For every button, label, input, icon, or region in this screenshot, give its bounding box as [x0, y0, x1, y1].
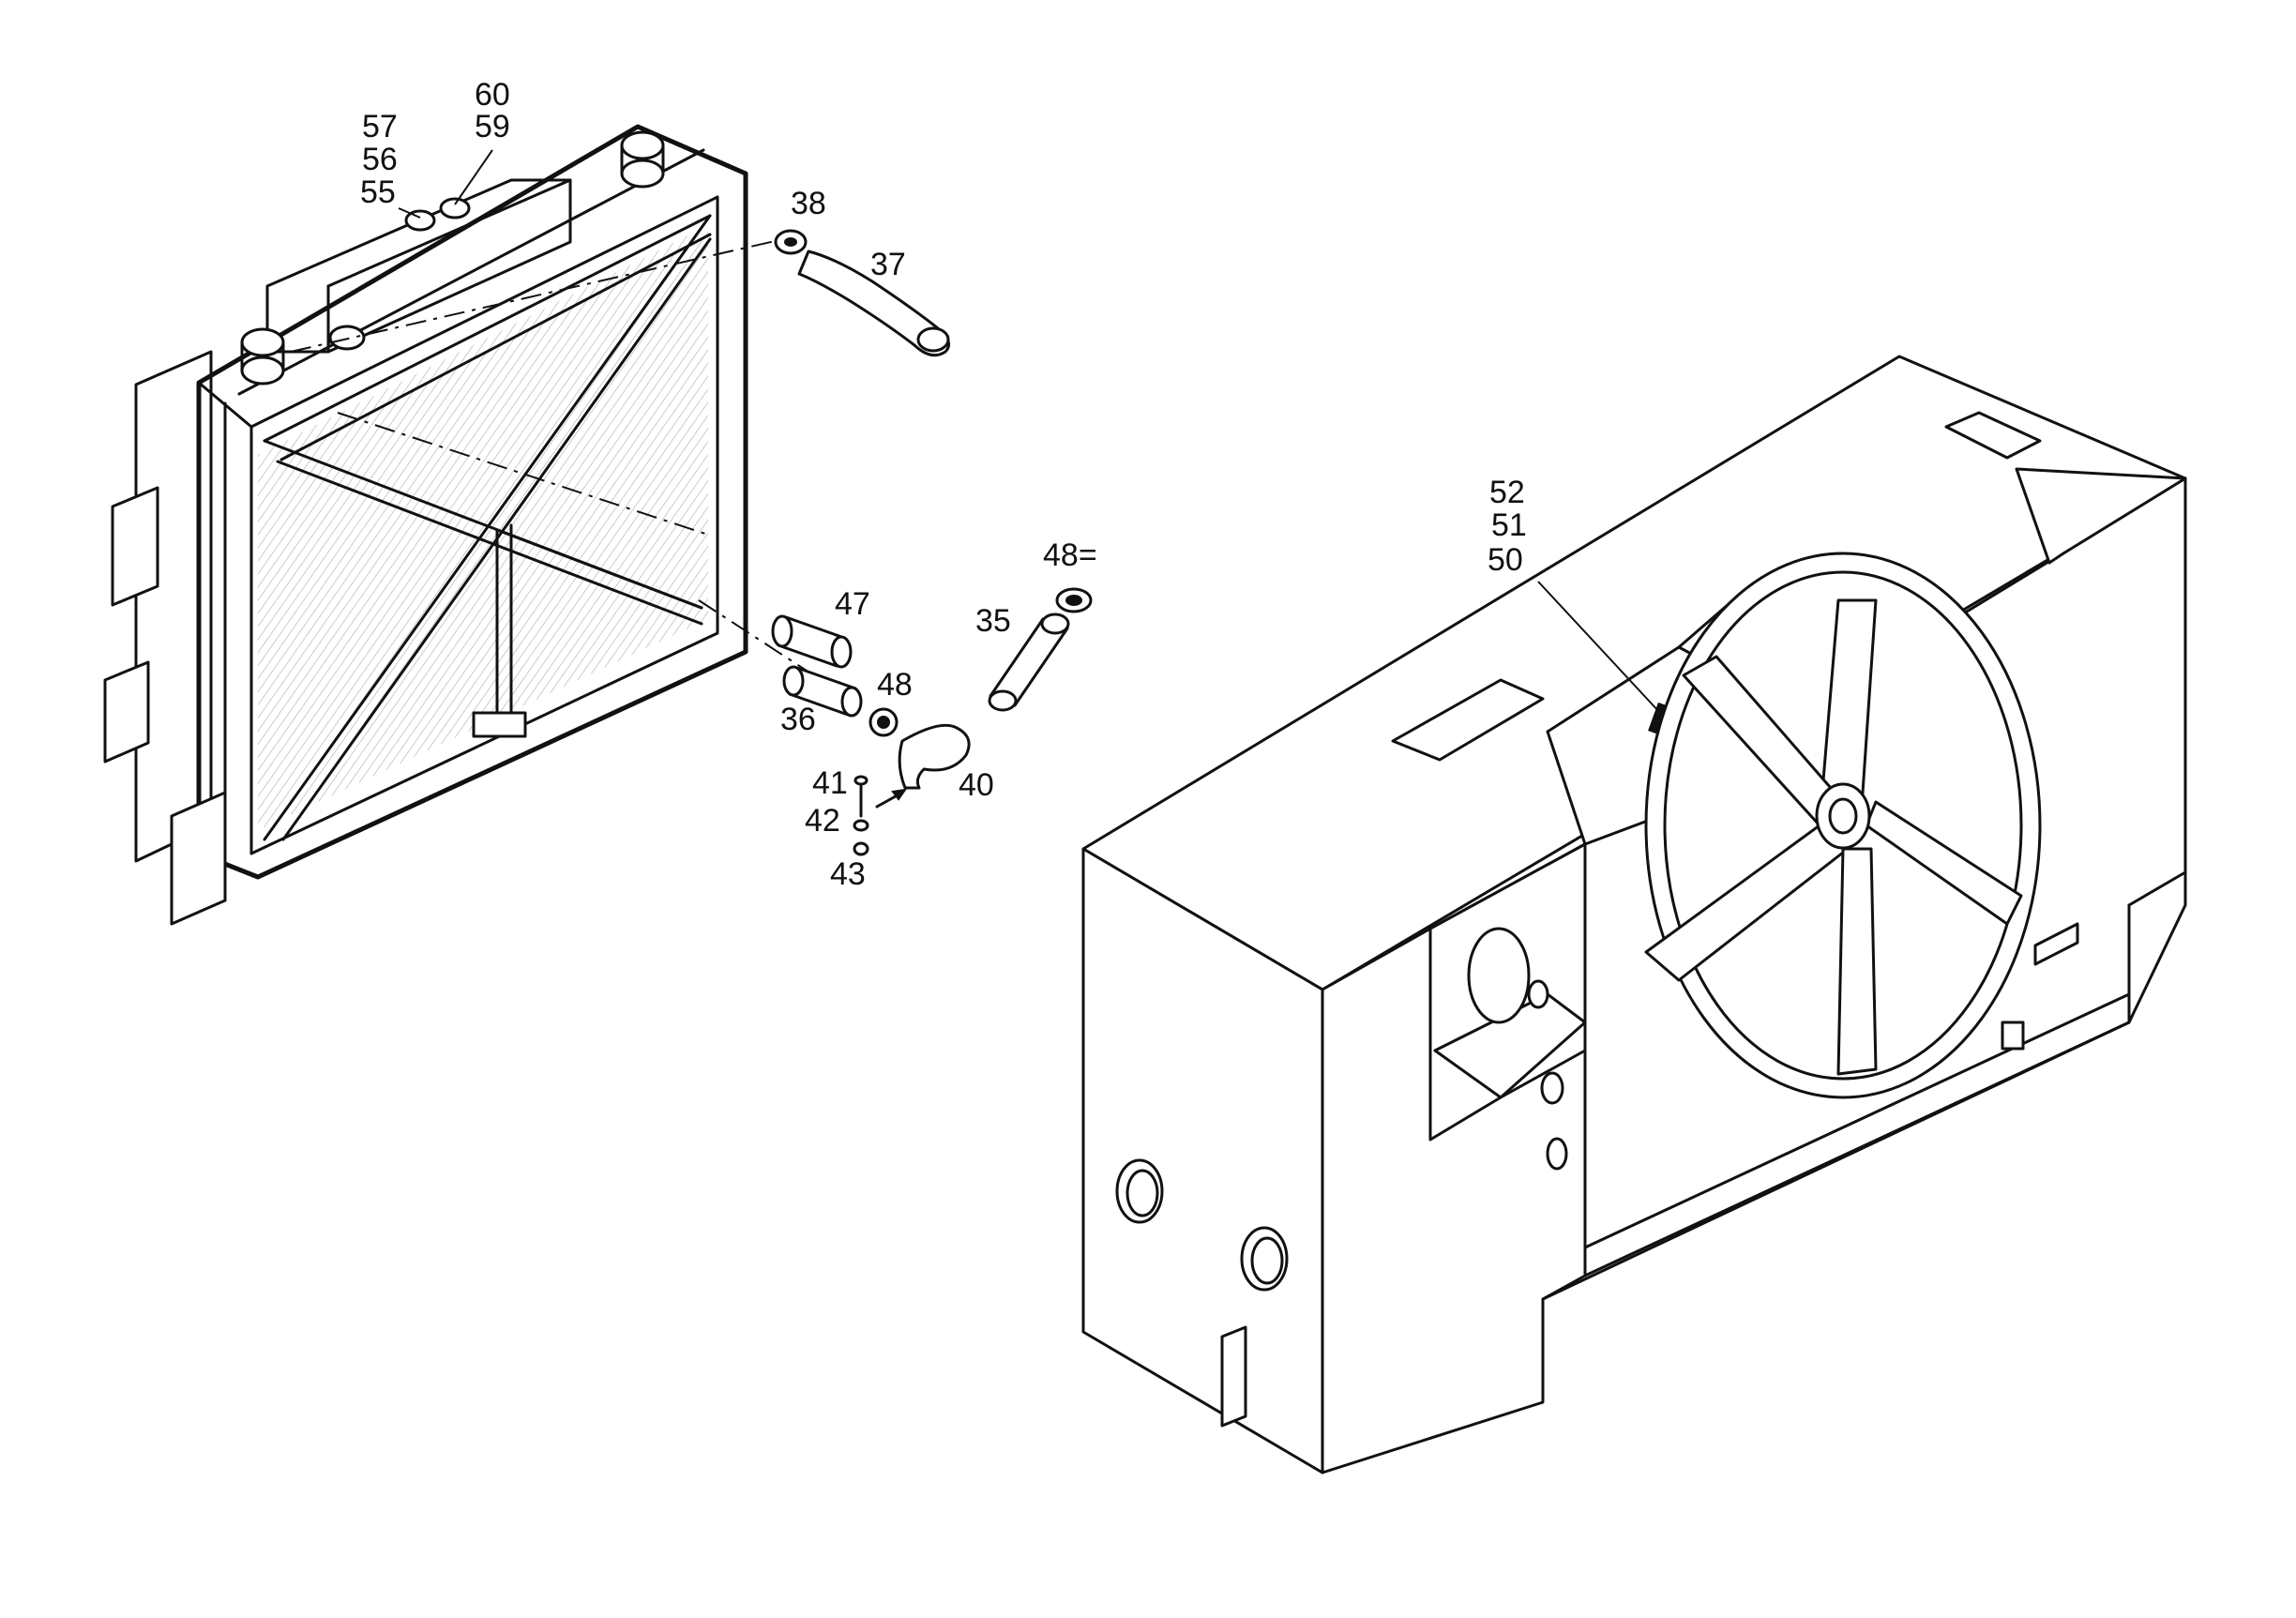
housing-latch	[2033, 922, 2079, 966]
elbow-hose-40	[898, 723, 971, 790]
radiator-assembly	[103, 124, 808, 926]
hose-35	[988, 612, 1070, 712]
radiator-bracket-upper	[111, 486, 159, 607]
housing-notch	[1944, 411, 2042, 460]
callout-37: 37	[870, 247, 906, 282]
callout-55: 55	[360, 174, 396, 210]
hose-47	[771, 614, 853, 669]
callout-38: 38	[791, 186, 826, 221]
fan-spoke-bottom	[1836, 847, 1878, 1076]
callout-52: 52	[1489, 475, 1525, 510]
callout-42: 42	[805, 803, 840, 839]
callout-51: 51	[1491, 507, 1527, 543]
callout-36: 36	[780, 702, 816, 737]
fan-shroud-housing	[1081, 355, 2187, 1474]
housing-hole-large	[1467, 927, 1531, 1024]
housing-slot-block	[1220, 1325, 1247, 1428]
fan-hub	[1815, 782, 1871, 850]
callout-43: 43	[830, 856, 866, 892]
callout-47: 47	[835, 586, 870, 622]
hose-parts	[771, 229, 1093, 856]
radiator-mount-pad	[472, 711, 527, 738]
callout-50: 50	[1488, 542, 1523, 578]
radiator-pipe-stub	[328, 325, 366, 351]
callout-40: 40	[959, 767, 994, 803]
filler-cap-2	[439, 197, 471, 219]
hose-36	[782, 665, 863, 718]
washer-42	[853, 819, 869, 832]
housing-top-slot	[1391, 678, 1545, 762]
nut-43	[853, 841, 869, 856]
radiator-bracket-lower	[103, 660, 150, 764]
callout-48: 48	[877, 667, 913, 703]
filler-cap	[404, 209, 436, 232]
upper-hose-37	[797, 250, 951, 357]
fan-spoke-right	[1865, 800, 2023, 926]
callout-56: 56	[362, 142, 398, 177]
housing-window	[2001, 1021, 2025, 1051]
callout-41: 41	[812, 765, 848, 801]
callout-57: 57	[362, 109, 398, 144]
callout-60: 60	[475, 77, 510, 113]
radiator-neck-left	[240, 355, 285, 386]
callout-59: 59	[475, 109, 510, 144]
callout-48-equal: 48=	[1043, 537, 1097, 573]
radiator-foot	[170, 791, 227, 926]
callout-35: 35	[975, 603, 1011, 639]
radiator-neck-right	[620, 159, 665, 189]
